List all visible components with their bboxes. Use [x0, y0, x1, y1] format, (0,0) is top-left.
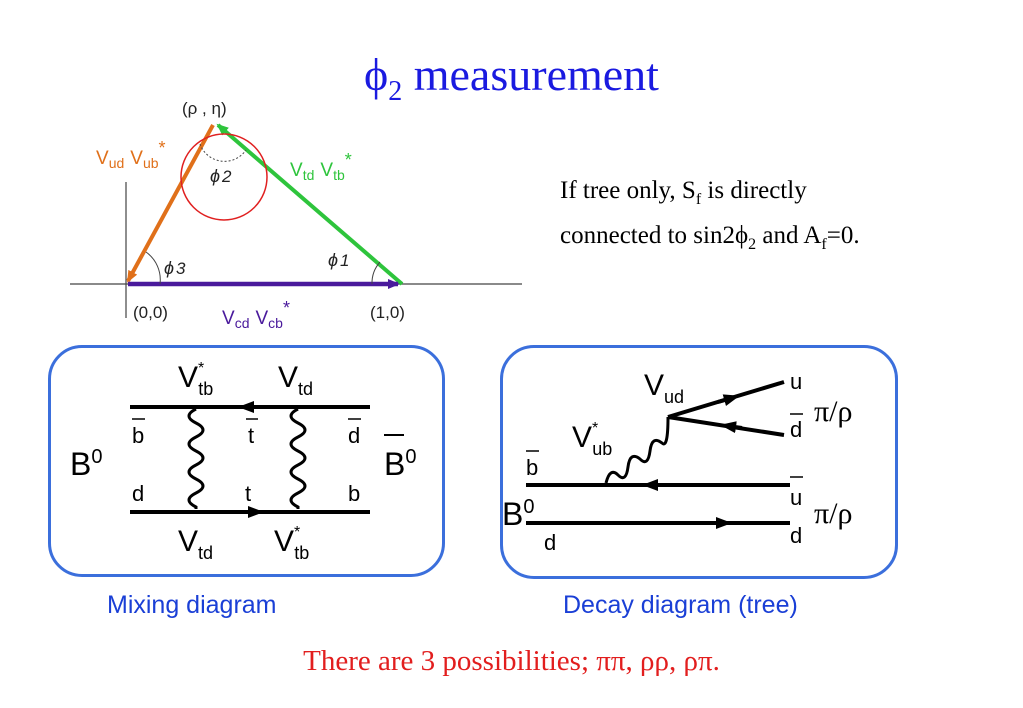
- decay-quark-u-mid: u: [790, 485, 802, 510]
- mix-quark-t-top: t: [248, 423, 254, 448]
- phi2-circle: [180, 133, 268, 221]
- decay-quark-d-mid: d: [790, 523, 802, 548]
- decay-diagram-box: [500, 345, 898, 579]
- title-text: measurement: [402, 49, 659, 100]
- decay-vub: V*ub: [572, 420, 612, 459]
- decay-b0: B0: [502, 496, 534, 532]
- decay-dbar-arrow: [720, 421, 743, 434]
- phi3-arc: [145, 251, 161, 285]
- unit-label: (1,0): [370, 303, 405, 322]
- mixing-caption: Mixing diagram: [107, 591, 277, 619]
- decay-w-boson: [604, 416, 670, 484]
- decay-quark-d: d: [544, 530, 556, 555]
- mix-top-right-ckm: Vtd: [278, 361, 313, 399]
- mix-b0-left: B0: [70, 446, 102, 482]
- right-w-boson: [289, 407, 307, 509]
- decay-meson-top: π/ρ: [814, 395, 852, 428]
- mix-quark-t-bottom: t: [245, 481, 251, 506]
- decay-caption: Decay diagram (tree): [563, 591, 798, 619]
- mix-top-left-ckm: V*tb: [178, 360, 213, 399]
- mix-quark-d-bottom: d: [132, 481, 144, 506]
- note-line-2: connected to sin2ϕ2 and Af=0.: [560, 222, 860, 253]
- decay-quark-b: b: [526, 455, 538, 480]
- decay-quark-u-top: u: [790, 369, 802, 394]
- left-w-boson: [187, 407, 205, 509]
- decay-vud: Vud: [644, 369, 684, 407]
- title-phi: ϕ: [364, 49, 389, 100]
- note-line-1: If tree only, Sf is directly: [560, 177, 807, 208]
- mix-bottom-left-ckm: Vtd: [178, 525, 213, 563]
- mix-b0-right: B0: [384, 446, 416, 482]
- phi2-arc: [199, 143, 247, 162]
- mixing-diagram: V*tb Vtd Vtd V*tb B0 B0 b t d d t b: [70, 360, 416, 563]
- left-side-arrow: [126, 124, 215, 283]
- decay-meson-bottom: π/ρ: [814, 497, 852, 530]
- right-side-arrow: [216, 123, 404, 286]
- phi1-arc: [371, 261, 381, 285]
- decay-u-arrow: [717, 394, 740, 406]
- apex-label: (ρ , η): [182, 99, 227, 118]
- mix-quark-d-top: d: [348, 423, 360, 448]
- mixing-diagram-box: [48, 345, 445, 577]
- decay-dbar-line: [667, 415, 785, 437]
- decay-quark-d-top: d: [790, 417, 802, 442]
- tree-only-note: If tree only, Sf is directly connected t…: [560, 173, 860, 263]
- page-title: ϕ2 measurement: [0, 48, 1023, 108]
- title-subscript: 2: [388, 76, 403, 107]
- origin-label: (0,0): [133, 303, 168, 322]
- decay-diagram: Vud V*ub u d b d u d B0 π/ρ π/ρ: [502, 369, 852, 555]
- footer-text: There are 3 possibilities; ππ, ρρ, ρπ.: [303, 645, 720, 677]
- mix-quark-b-top: b: [132, 423, 144, 448]
- mix-quark-b-bottom: b: [348, 481, 360, 506]
- mix-bottom-right-ckm: V*tb: [274, 524, 309, 563]
